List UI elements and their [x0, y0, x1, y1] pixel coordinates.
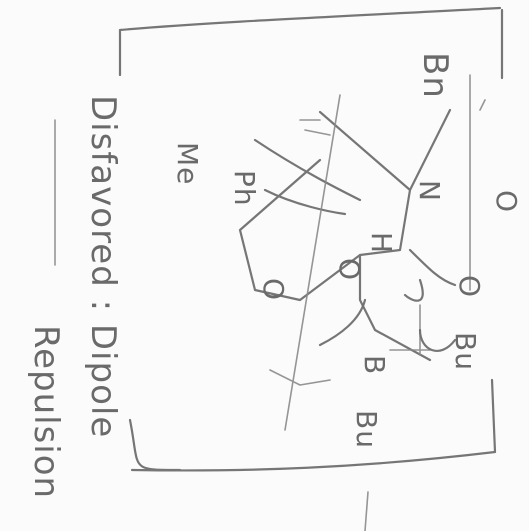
- o-label-4: O: [257, 278, 290, 301]
- h-label: H: [365, 232, 398, 254]
- bu-label: Bu: [449, 332, 482, 371]
- bn-label: Bn: [415, 52, 455, 99]
- bottom-right-line: [364, 491, 369, 531]
- b-label: B: [358, 355, 391, 375]
- disfavored-text: Disfavored : Dipole: [83, 95, 123, 438]
- repulsion-text: Repulsion: [26, 325, 66, 499]
- curve-arrows: [318, 248, 457, 352]
- o-label-3: O: [333, 258, 366, 281]
- bu-label-2: Bu: [350, 410, 383, 449]
- bracket-box: [118, 6, 504, 472]
- o-label-2: O: [453, 275, 486, 298]
- n-label: N: [413, 180, 446, 202]
- title-group: Disfavored : Dipole Repulsion: [26, 95, 123, 499]
- label-group: Bn N H O O O O Ph Me B Bu Bu: [171, 52, 523, 449]
- o-label-1: O: [490, 190, 523, 213]
- ph-label: Ph: [228, 170, 261, 207]
- skeleton-lines: [238, 108, 452, 362]
- me-label: Me: [171, 142, 204, 185]
